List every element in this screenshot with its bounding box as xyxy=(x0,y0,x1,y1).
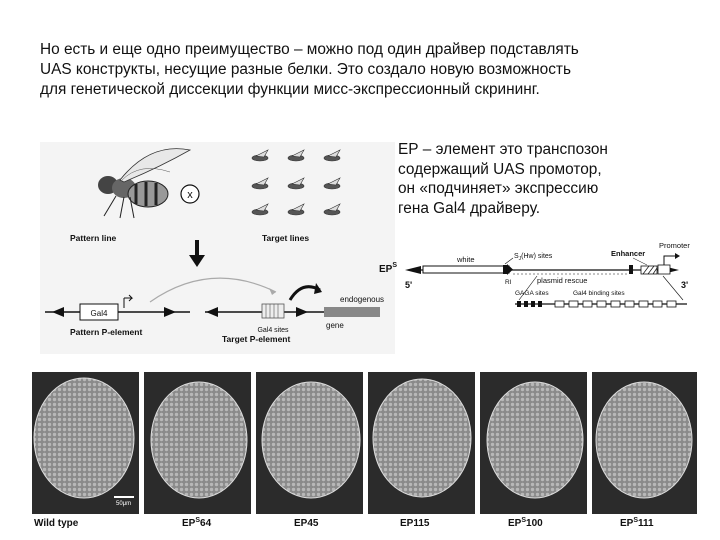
ep-construct-diagram: EPS 5' 3' white SJ(Hw) sites RI plasmid … xyxy=(379,241,690,308)
gal4-uas-diagram: Pattern line x Target lines Gal4 Pattern… xyxy=(40,142,395,354)
eye-label-3: EP115 xyxy=(400,518,430,529)
white-direction-icon xyxy=(507,264,513,275)
target-p-element-label: Target P-element xyxy=(222,334,291,344)
suhw-site-right xyxy=(629,265,633,274)
ri-label: RI xyxy=(505,279,512,286)
five-prime-label: 5' xyxy=(405,280,412,290)
plasmid-rescue-label: plasmid rescue xyxy=(537,276,587,285)
pattern-fly-illustration xyxy=(98,148,192,219)
promoter-arrow-icon xyxy=(675,253,680,259)
eye-label-2: EP45 xyxy=(294,518,319,529)
gal4-binding-sites-label: Gal4 binding sites xyxy=(573,290,625,297)
curve-arrowhead-icon xyxy=(269,288,276,295)
gal4-box-label: Gal4 xyxy=(91,309,108,318)
eye-panel-eps100: EPS100 xyxy=(480,372,587,529)
intro-paragraph: Но есть и еще одно преимущество – можно … xyxy=(40,40,700,100)
target-p-element xyxy=(205,283,380,319)
ep-note-line-2: содержащий UAS промотор, xyxy=(398,160,602,178)
ep-label: EPS xyxy=(379,262,397,275)
scale-bar-label: 50μm xyxy=(116,501,131,507)
down-arrow-icon xyxy=(189,240,205,267)
gaga-sites xyxy=(517,301,542,307)
eye-panel-eps111: EPS111 xyxy=(592,372,697,529)
scale-bar xyxy=(114,496,134,498)
cross-symbol: x xyxy=(187,189,193,201)
intro-line-1: Но есть и еще одно преимущество – можно … xyxy=(40,41,579,58)
suhw-site-left xyxy=(503,265,507,274)
cross-symbol-circle xyxy=(180,184,200,204)
target-flies-illustration xyxy=(251,149,341,216)
eye-label-5: EPS111 xyxy=(620,517,654,529)
gal4-binding-curve-arrow xyxy=(149,277,277,303)
ep-note: ЕР – элемент это транспозон содержащий U… xyxy=(398,140,698,218)
promoter-label: Promoter xyxy=(659,241,690,250)
eye-panel-wild-type: 50μm Wild type xyxy=(32,372,139,529)
intro-line-3: для генетической диссекции функции мисс-… xyxy=(40,81,540,98)
eye-panel-eps64: EPS64 xyxy=(144,372,251,529)
enhancer-label: Enhancer xyxy=(611,249,645,258)
gaga-sites-label: GAGA sites xyxy=(515,290,549,297)
white-label: white xyxy=(456,255,475,264)
eye-panel-ep45: EP45 xyxy=(256,372,363,529)
ep-note-line-1: ЕР – элемент это транспозон xyxy=(398,141,608,158)
gal4-sites-label: Gal4 sites xyxy=(257,327,289,334)
pattern-line-label: Pattern line xyxy=(70,233,117,243)
white-gene-bar xyxy=(422,265,510,274)
intro-line-2: UAS конструкты, несущие разные белки. Эт… xyxy=(40,61,571,78)
eye-panel-ep115: EP115 xyxy=(368,372,475,529)
eye-label-4: EPS100 xyxy=(508,517,543,529)
gal4-binding-sites xyxy=(554,300,677,308)
ep-note-line-3: он «подчиняет» экспрессию xyxy=(398,180,599,197)
left-inverted-repeat-icon xyxy=(405,266,421,274)
suhw-sites-label: SJ(Hw) sites xyxy=(514,253,553,262)
pattern-p-element xyxy=(45,294,190,321)
eye-label-0: Wild type xyxy=(34,518,79,529)
three-prime-label: 3' xyxy=(681,280,688,290)
endogenous-label: endogenous xyxy=(340,295,384,304)
ep-note-line-4: гена Gal4 драйверу. xyxy=(398,199,541,217)
promoter-box xyxy=(657,264,671,275)
target-lines-label: Target lines xyxy=(262,233,309,243)
gene-label: gene xyxy=(326,321,344,330)
pattern-p-element-label: Pattern P-element xyxy=(70,327,142,337)
eye-label-1: EPS64 xyxy=(182,517,212,529)
eye-sem-strip: 50μm Wild type EPS64 EP45 EP115 EPS100 E… xyxy=(32,372,697,529)
